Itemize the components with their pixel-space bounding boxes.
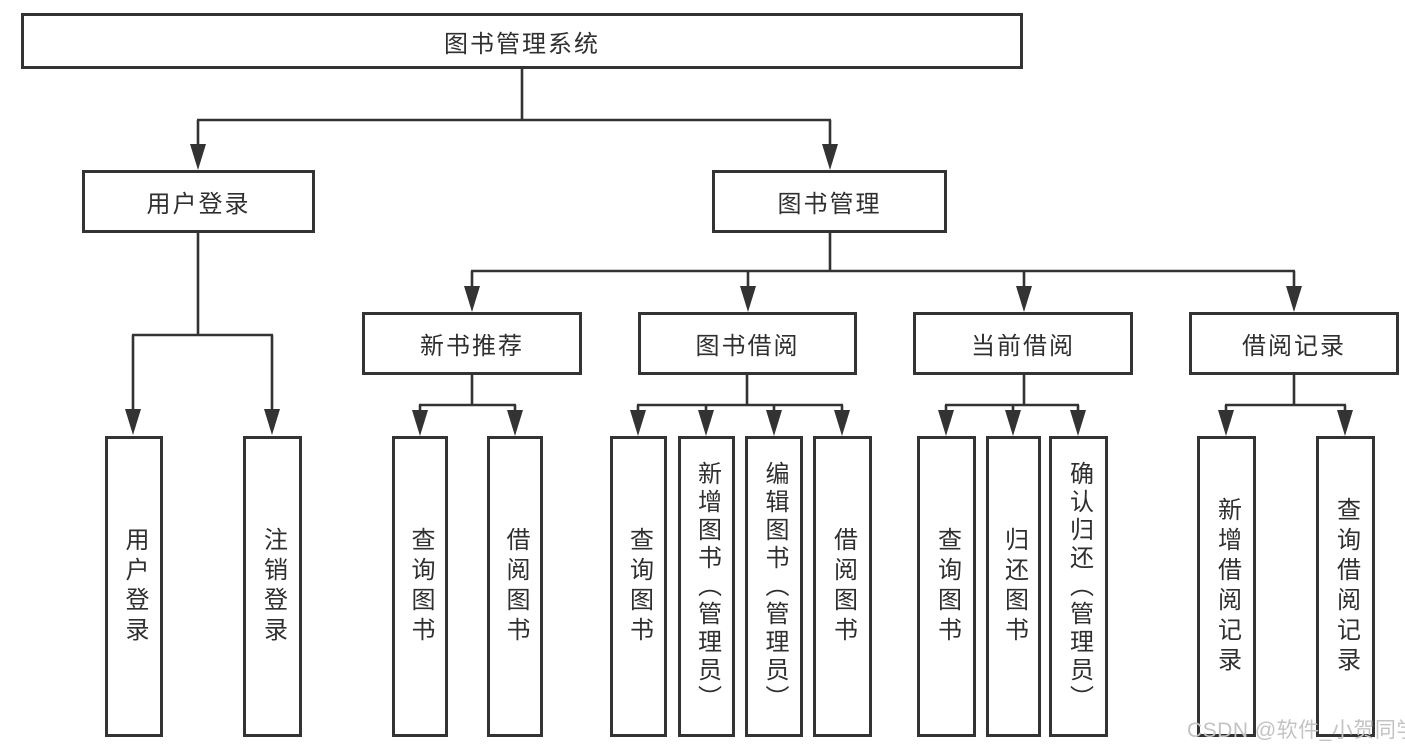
leaf-query-borrow-record: 查询借阅记录	[1316, 436, 1375, 737]
node-new-book-recommend: 新书推荐	[362, 312, 582, 375]
leaf-confirm-return-admin: 确认归还（管理员）	[1049, 436, 1108, 737]
leaf-user-login: 用户登录	[105, 436, 163, 737]
leaf-logout: 注销登录	[243, 436, 302, 737]
node-current-borrow: 当前借阅	[913, 312, 1133, 375]
node-library-management-system: 图书管理系统	[21, 13, 1023, 69]
node-book-borrow: 图书借阅	[638, 312, 857, 375]
leaf-edit-book-admin: 编辑图书（管理员）	[745, 436, 803, 737]
leaf-add-borrow-record: 新增借阅记录	[1197, 436, 1256, 737]
node-book-management: 图书管理	[712, 170, 947, 233]
leaf-add-book-admin: 新增图书（管理员）	[678, 436, 735, 737]
leaf-borrow-books-borrow: 借阅图书	[813, 436, 872, 737]
leaf-query-books-borrow: 查询图书	[610, 436, 667, 737]
node-user-login: 用户登录	[82, 170, 315, 233]
leaf-query-books-newbook: 查询图书	[392, 436, 448, 737]
leaf-return-book: 归还图书	[986, 436, 1041, 737]
watermark-text: CSDN @软件_小贺同学	[1187, 719, 1405, 742]
leaf-query-books-current: 查询图书	[917, 436, 976, 737]
leaf-borrow-books-newbook: 借阅图书	[487, 436, 543, 737]
node-borrow-records: 借阅记录	[1189, 312, 1399, 375]
